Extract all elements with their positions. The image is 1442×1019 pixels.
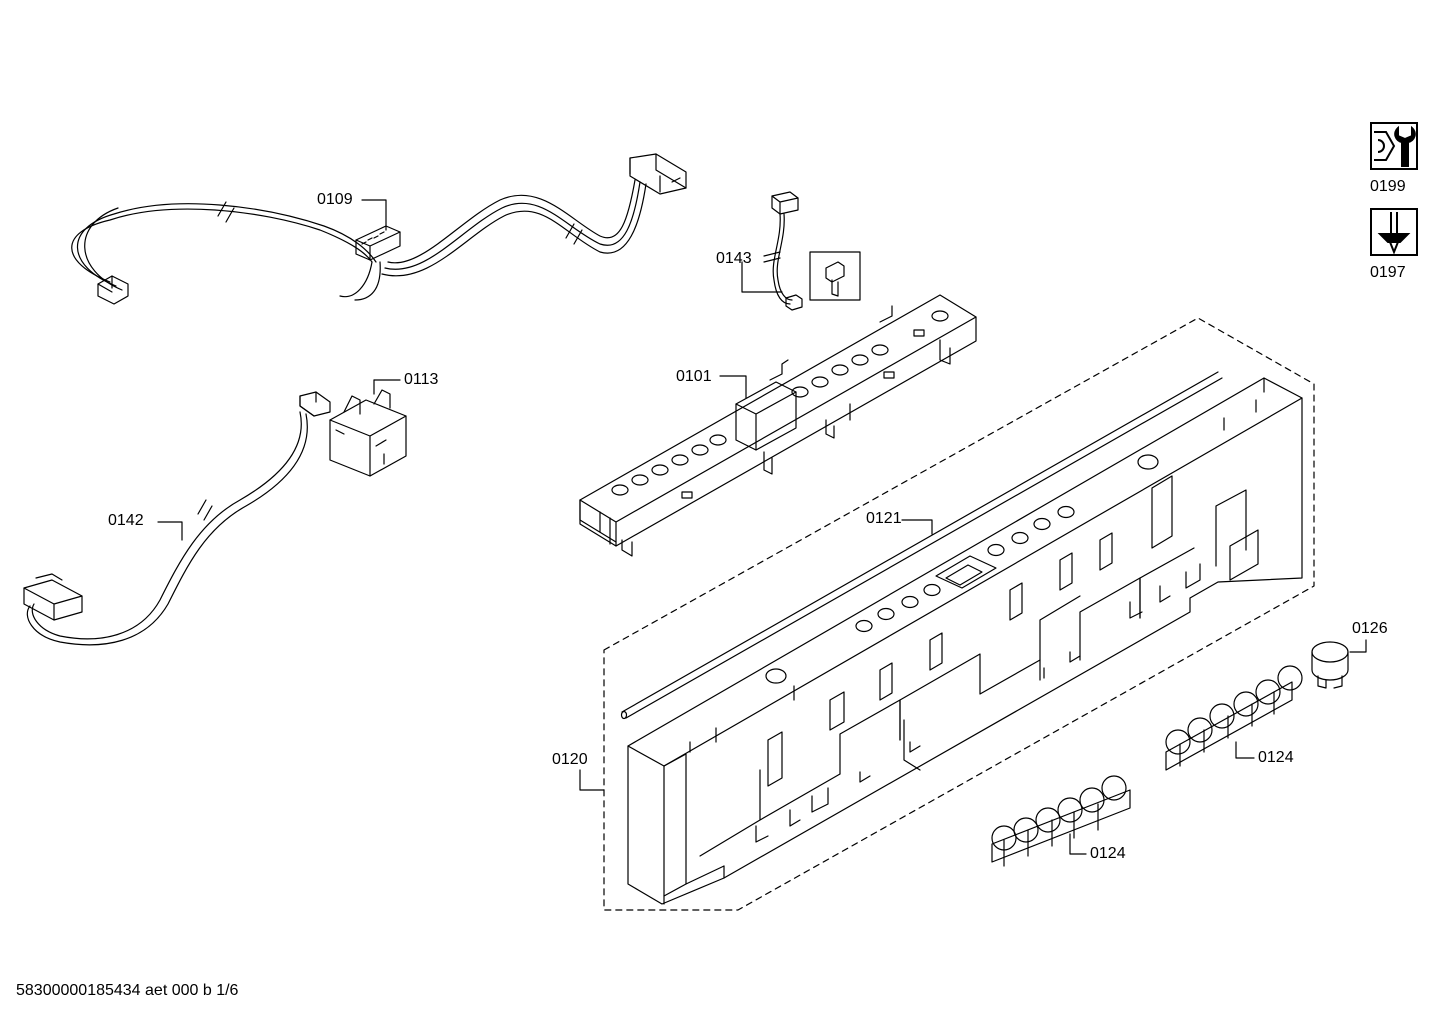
callout-0124-upper: 0124: [1258, 749, 1294, 766]
button-holes: [765, 454, 1159, 684]
module-buttons-right: [791, 310, 949, 398]
button-strip-0124-lower: [991, 775, 1131, 867]
button-cap-0126: [1311, 639, 1367, 689]
callout-0121: 0121: [866, 510, 902, 527]
sensor-cable-0143: [741, 191, 861, 311]
control-module-0101: [579, 294, 977, 557]
callout-0120: 0120: [552, 751, 588, 768]
callout-0126: 0126: [1352, 620, 1388, 637]
callout-0199: 0199: [1370, 178, 1406, 195]
connector-block-0113: [329, 379, 407, 477]
callout-0197: 0197: [1370, 264, 1406, 281]
assembly-group-boundary-0120: [603, 317, 1315, 911]
control-panel-frame-0120: [627, 377, 1303, 905]
light-guide-0121: [620, 371, 1223, 720]
wrench-nut-icon: [1370, 122, 1418, 170]
callout-0142: 0142: [108, 512, 144, 529]
cable-harness-0109: [71, 153, 687, 305]
cable-0142: [23, 391, 331, 646]
document-id: 58300000185434 aet 000 b 1/6: [16, 982, 239, 999]
callout-0124-lower: 0124: [1090, 845, 1126, 862]
screwdriver-icon: [1370, 208, 1418, 256]
callout-0143: 0143: [716, 250, 752, 267]
module-buttons-left: [611, 434, 727, 496]
callout-0113: 0113: [404, 371, 439, 388]
button-strip-0124-upper: [1165, 665, 1303, 771]
callout-0109: 0109: [317, 191, 353, 208]
callout-0101: 0101: [676, 368, 712, 385]
leader-0120: [579, 769, 605, 791]
